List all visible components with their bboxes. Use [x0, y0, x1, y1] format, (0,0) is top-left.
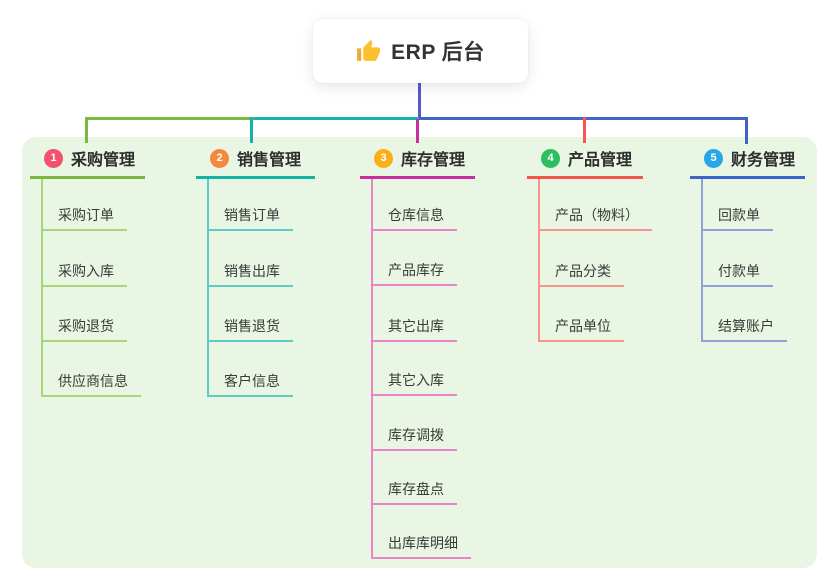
- branch-4-spine-line: [538, 179, 540, 342]
- branch-1-child-3[interactable]: 采购退货: [41, 313, 127, 342]
- branch-1-spine-line: [41, 179, 43, 397]
- thumbs-up-icon: [357, 39, 381, 61]
- branch-2-spine-line: [207, 179, 209, 397]
- branch-2-child-1[interactable]: 销售订单: [207, 202, 293, 231]
- trunk-line-left-green: [85, 117, 254, 120]
- branch-4-label: 产品管理: [568, 152, 633, 169]
- branch-1-label: 采购管理: [71, 152, 136, 169]
- branch-2-child-2[interactable]: 销售出库: [207, 258, 293, 287]
- branch-3-spine-line: [371, 179, 373, 559]
- branch-5-badge: 5: [704, 148, 723, 168]
- branch-2-badge: 2: [210, 148, 229, 168]
- branch-3-child-1[interactable]: 仓库信息: [371, 202, 457, 231]
- branch-2-drop-line: [250, 117, 253, 143]
- branch-5-child-1[interactable]: 回款单: [701, 202, 773, 231]
- branch-2-label: 销售管理: [237, 152, 302, 169]
- branch-2-topic[interactable]: 2 销售管理: [196, 146, 315, 179]
- branch-3-label: 库存管理: [401, 152, 466, 169]
- branch-3-topic[interactable]: 3 库存管理: [360, 146, 475, 179]
- branch-3-child-4[interactable]: 其它入库: [371, 367, 457, 396]
- branch-1-child-1[interactable]: 采购订单: [41, 202, 127, 231]
- branch-1-child-4[interactable]: 供应商信息: [41, 368, 141, 397]
- branch-4-child-3[interactable]: 产品单位: [538, 313, 624, 342]
- branch-group-panel: [22, 137, 817, 568]
- branch-1-drop-line: [85, 117, 88, 143]
- branch-5-label: 财务管理: [731, 152, 796, 169]
- branch-3-child-2[interactable]: 产品库存: [371, 257, 457, 286]
- branch-3-child-5[interactable]: 库存调拨: [371, 422, 457, 451]
- branch-4-child-1[interactable]: 产品（物料）: [538, 202, 652, 231]
- branch-2-child-4[interactable]: 客户信息: [207, 368, 293, 397]
- branch-3-drop-line: [416, 119, 419, 143]
- root-node[interactable]: ERP 后台: [313, 19, 528, 83]
- branch-1-child-2[interactable]: 采购入库: [41, 258, 127, 287]
- branch-1-topic[interactable]: 1 采购管理: [30, 146, 145, 179]
- root-title: ERP 后台: [391, 41, 485, 64]
- branch-1-badge: 1: [44, 148, 63, 168]
- branch-5-spine-line: [701, 179, 703, 342]
- branch-4-badge: 4: [541, 148, 560, 168]
- branch-3-badge: 3: [374, 148, 393, 168]
- branch-5-child-3[interactable]: 结算账户: [701, 313, 787, 342]
- branch-5-topic[interactable]: 5 财务管理: [690, 146, 805, 179]
- branch-2-child-3[interactable]: 销售退货: [207, 313, 293, 342]
- trunk-line-left-teal: [254, 117, 419, 120]
- branch-3-child-3[interactable]: 其它出库: [371, 313, 457, 342]
- branch-3-child-7[interactable]: 出库库明细: [371, 530, 471, 559]
- branch-4-topic[interactable]: 4 产品管理: [527, 146, 643, 179]
- branch-5-child-2[interactable]: 付款单: [701, 258, 773, 287]
- branch-5-drop-line: [745, 117, 748, 144]
- root-connector-line: [418, 83, 421, 119]
- branch-4-drop-line: [583, 117, 586, 143]
- branch-3-child-6[interactable]: 库存盘点: [371, 476, 457, 505]
- branch-4-child-2[interactable]: 产品分类: [538, 258, 624, 287]
